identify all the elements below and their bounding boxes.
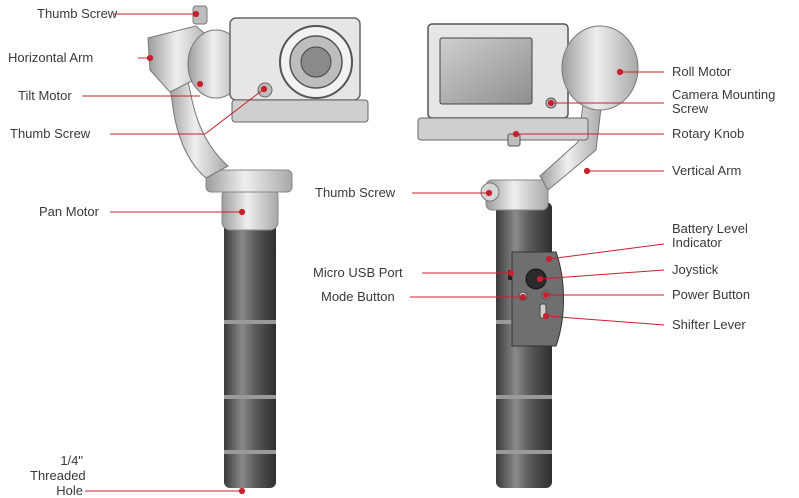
left-pan-motor-body [221,187,279,231]
label-battery-level-line1: Battery Level [672,221,748,236]
label-joystick: Joystick [672,262,719,277]
label-shifter-lever: Shifter Lever [672,317,746,332]
label-threaded-hole-line1: 1/4" [60,453,83,468]
left-handle-grip-ring-3 [224,450,276,454]
label-tilt-motor: Tilt Motor [18,88,72,103]
label-threaded-hole-line3: Hole [56,483,83,498]
label-camera-mounting-line2: Screw [672,101,709,116]
left-pan-motor-top [205,169,293,193]
label-thumb-screw-right: Thumb Screw [315,185,396,200]
label-power-button: Power Button [672,287,751,302]
label-threaded-hole-line2: Threaded [30,468,86,483]
left-handle [224,210,276,488]
leader-lines [82,10,665,495]
label-horizontal-arm: Horizontal Arm [8,50,94,65]
label-mode-button: Mode Button [321,289,395,304]
right-handle-grip-ring-2 [496,395,552,399]
label-rotary-knob: Rotary Knob [672,126,745,141]
left-camera-plate [231,99,369,123]
left-thumb-screw-top [192,5,208,25]
left-gimbal [147,5,369,488]
right-handle-grip-ring-3 [496,450,552,454]
label-battery-level-line2: Indicator [672,235,722,250]
left-camera-lens-inner [300,46,332,78]
label-micro-usb-port: Micro USB Port [313,265,403,280]
right-control-panel [511,251,564,347]
right-gimbal [417,23,639,488]
left-handle-grip-ring-2 [224,395,276,399]
label-thumb-screw-mid: Thumb Screw [10,126,91,141]
left-handle-grip-ring [224,320,276,324]
right-camera-plate [417,117,589,141]
label-thumb-screw-top: Thumb Screw [37,6,118,21]
label-pan-motor: Pan Motor [39,204,99,219]
right-roll-motor [561,25,639,111]
label-camera-mounting-line1: Camera Mounting [672,87,776,102]
label-vertical-arm: Vertical Arm [672,163,742,178]
right-camera-screen [439,37,533,105]
label-roll-motor: Roll Motor [672,64,732,79]
